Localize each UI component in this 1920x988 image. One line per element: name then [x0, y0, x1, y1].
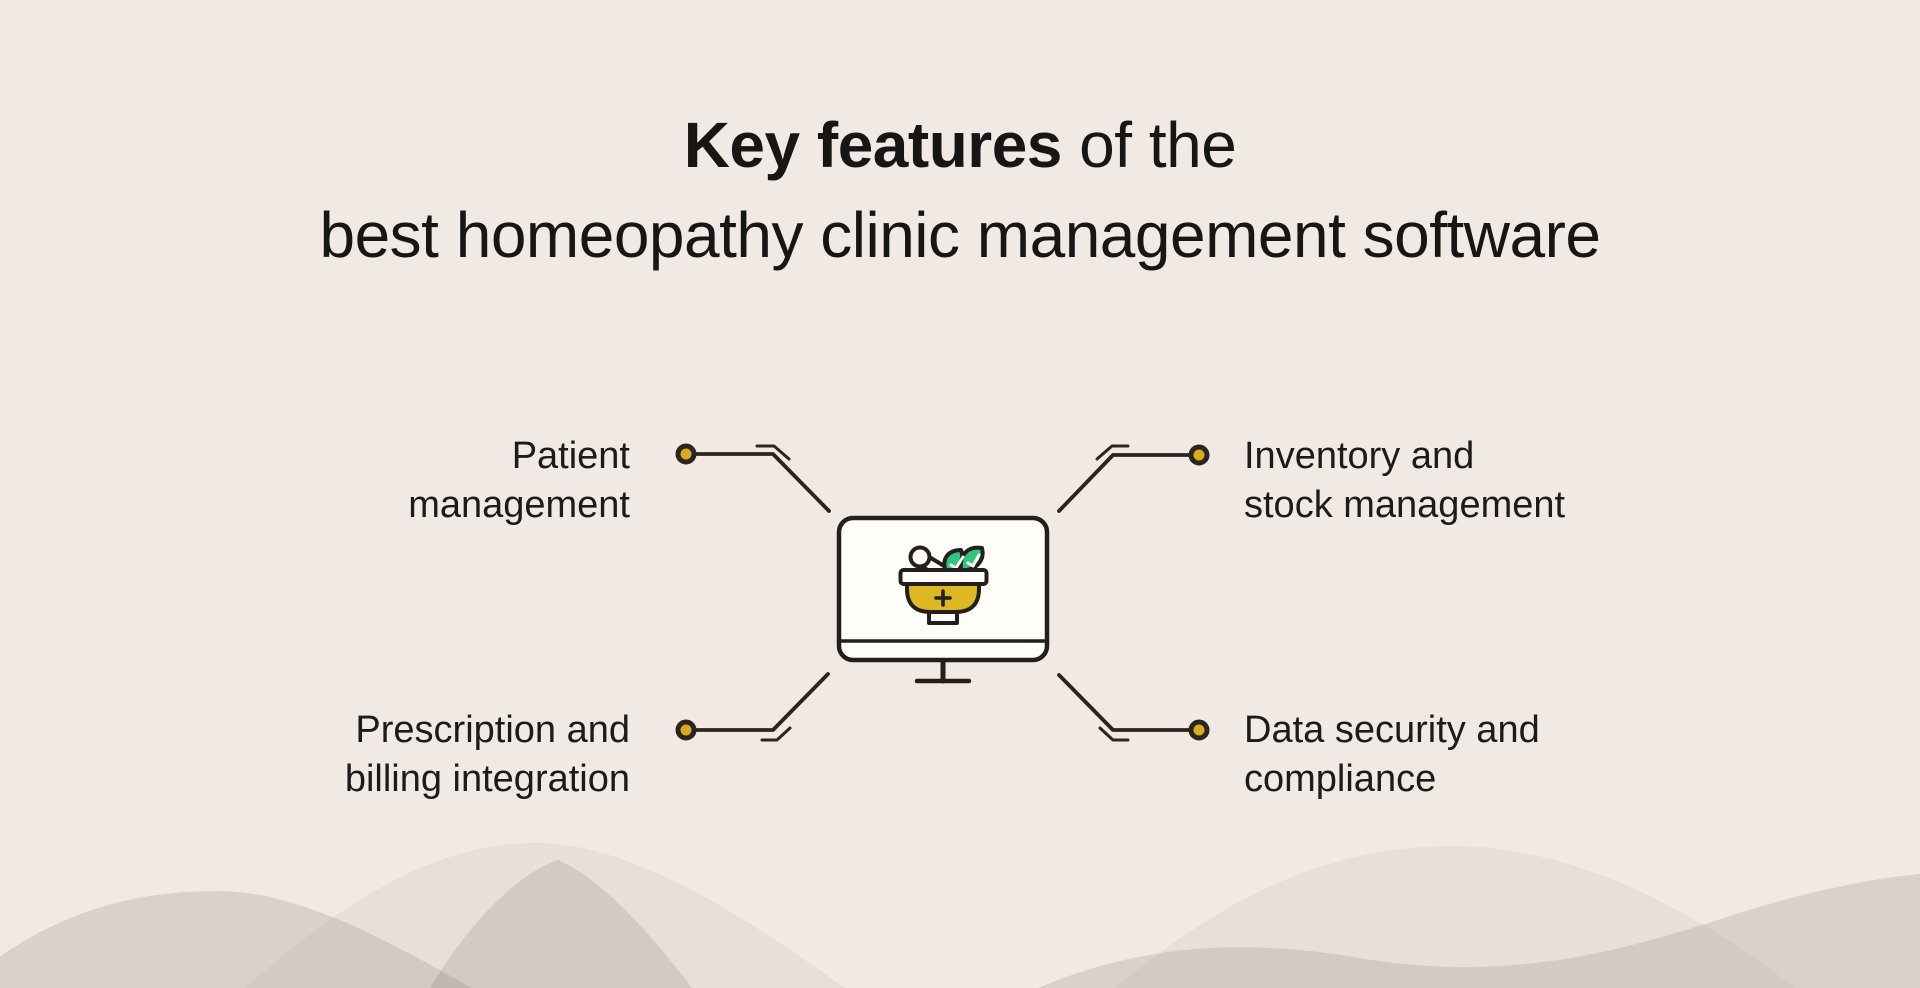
pestle-fill	[922, 558, 953, 580]
title-line1-rest: of the	[1061, 109, 1237, 181]
connector-line	[692, 672, 830, 732]
connector-tick	[755, 444, 791, 461]
leaves-icon	[942, 545, 985, 574]
page-title: Key features of the best homeopathy clin…	[0, 100, 1920, 280]
pestle-outline	[918, 554, 957, 584]
title-line-1: Key features of the	[0, 100, 1920, 190]
mortar-bowl	[905, 582, 981, 614]
connector-line	[692, 452, 831, 513]
feature-label-data-security-compliance: Data security and compliance	[1244, 709, 1540, 800]
hill-shadow-left	[0, 891, 472, 988]
connector-top-left	[675, 443, 831, 513]
connector-bottom-left	[675, 672, 830, 742]
leaf-vein	[966, 553, 981, 568]
feature-label-patient-management: Patient management	[408, 435, 630, 526]
feature-label-prescription-billing-integration: Prescription and billing integration	[344, 709, 630, 800]
mortar-foot	[927, 610, 959, 625]
connector-tick	[760, 726, 792, 742]
connector-tick	[1098, 726, 1130, 742]
plus-icon	[934, 589, 952, 607]
connector-tick	[1095, 444, 1130, 461]
pestle-knob	[908, 545, 932, 569]
mortar-rim	[898, 568, 989, 586]
hill-shadow-mid	[430, 860, 692, 988]
connector-dot-icon	[1188, 444, 1210, 466]
hill-light-right	[1115, 846, 1795, 988]
connector-dot-icon	[675, 443, 697, 465]
hill-light-left	[245, 843, 845, 988]
monitor-icon	[836, 515, 1050, 684]
mortar-pestle-icon	[898, 545, 989, 625]
feature-label-inventory-stock-management: Inventory and stock management	[1244, 435, 1566, 526]
title-line-2: best homeopathy clinic management softwa…	[319, 199, 1601, 271]
connector-top-right	[1057, 444, 1210, 513]
leaf-vein	[949, 555, 965, 570]
hill-shadow-right	[1038, 874, 1920, 988]
connector-line	[1057, 453, 1193, 513]
connector-bottom-right	[1057, 673, 1210, 742]
connector-dot-icon	[1188, 719, 1210, 741]
connector-line	[1057, 673, 1193, 732]
connector-dot-icon	[675, 719, 697, 741]
title-emphasis: Key features	[683, 109, 1063, 181]
leaf-left	[942, 548, 965, 574]
monitor-screen	[836, 515, 1050, 663]
leaf-right	[958, 545, 985, 573]
